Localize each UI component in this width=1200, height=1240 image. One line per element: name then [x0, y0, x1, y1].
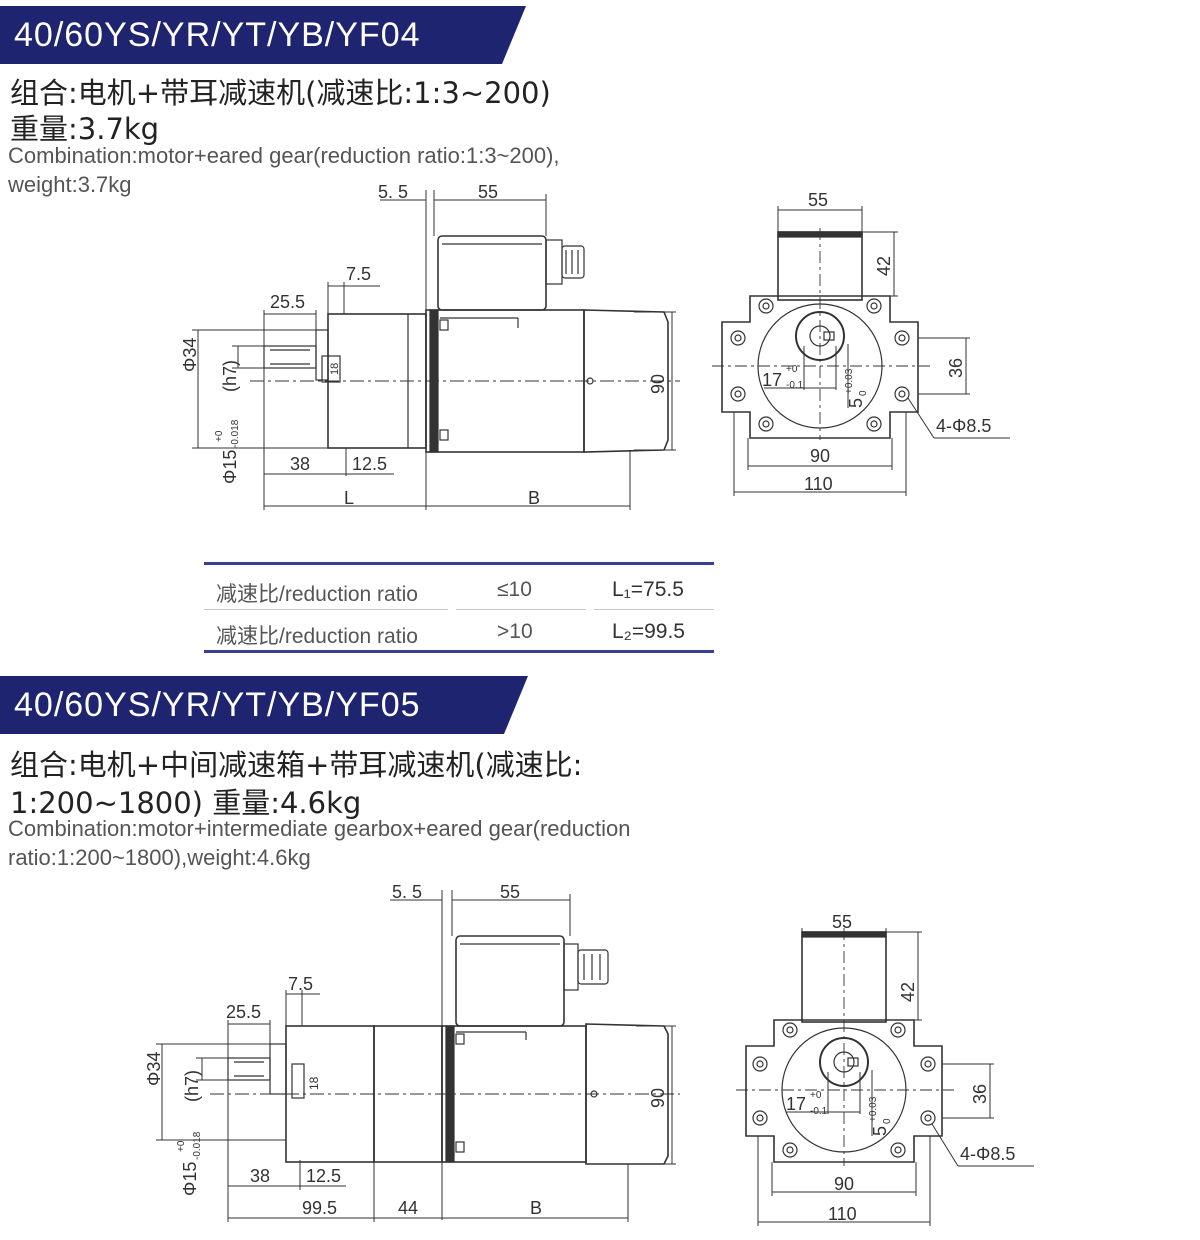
table-row-condition: ≤10	[497, 578, 532, 601]
section2-dim-90-side: 90	[648, 1088, 668, 1108]
section2-front-dim-holes: 4-Φ8.5	[960, 1144, 1015, 1164]
table-row: 减速比/reduction ratio >10 L₂=99.5	[204, 610, 714, 652]
section2-front-dim-17-tol-lo: -0.1	[810, 1106, 828, 1117]
section1-dim-h7: (h7)	[220, 360, 240, 392]
section1-front-dim-55: 55	[808, 190, 828, 210]
section1-side-view	[192, 190, 680, 510]
section2-dim-99-5: 99.5	[302, 1198, 337, 1218]
section2-title: 40/60YS/YR/YT/YB/YF05	[14, 686, 421, 724]
section1-description-en-1: Combination:motor+eared gear(reduction r…	[8, 143, 560, 168]
section2-dim-7-5: 7.5	[288, 974, 313, 994]
section2-front-dim-5-tol-hi: +0.03	[868, 1096, 879, 1122]
section1-dim-12-5: 12.5	[352, 454, 387, 474]
section2-front-dim-17-tol-hi: +0	[810, 1090, 822, 1101]
section1-dim-25-5: 25.5	[270, 292, 305, 312]
section1-dim-18: 18	[329, 363, 341, 375]
section2-front-dim-42: 42	[898, 982, 918, 1002]
table-row-value: L₂=99.5	[612, 620, 685, 643]
section1-dim-phi15-tol-hi: +0	[214, 430, 225, 442]
section1-front-dim-5: 5	[846, 398, 866, 408]
section2-dim-12-5: 12.5	[306, 1166, 341, 1186]
section1-front-view	[712, 206, 1010, 496]
section1-front-dim-110: 110	[804, 474, 833, 494]
section1-title-banner: 40/60YS/YR/YT/YB/YF04	[0, 6, 526, 64]
section2-dim-B: B	[530, 1198, 542, 1218]
section2-dim-5-5: 5. 5	[392, 882, 422, 902]
section2-description-cn-1: 组合:电机+中间减速箱+带耳减速机(减速比:	[10, 748, 583, 782]
section2-dim-55-top: 55	[500, 882, 520, 902]
table-top-rule	[204, 562, 714, 565]
section1-dim-phi15-tol-lo: -0.018	[230, 419, 241, 448]
section1-front-dim-42: 42	[874, 256, 894, 276]
table-row-value: L₁=75.5	[612, 578, 684, 601]
table-divider	[204, 609, 448, 610]
section2-description-en-1: Combination:motor+intermediate gearbox+e…	[8, 816, 631, 841]
section1-front-dim-5-tol-hi: +0.03	[844, 368, 855, 394]
section2-description-cn-2: 1:200~1800) 重量:4.6kg	[10, 786, 362, 820]
section2-title-banner: 40/60YS/YR/YT/YB/YF05	[0, 676, 528, 734]
section2-dim-phi15: Φ15	[180, 1162, 200, 1196]
section2-front-dim-90: 90	[834, 1174, 854, 1194]
section1-front-dim-holes: 4-Φ8.5	[936, 416, 991, 436]
section1-title: 40/60YS/YR/YT/YB/YF04	[14, 16, 421, 54]
section1-dim-B: B	[528, 488, 540, 508]
table-divider	[594, 609, 714, 610]
section2-dim-phi34: Φ34	[144, 1052, 164, 1086]
section1-front-dim-17-tol-lo: -0.1	[786, 380, 804, 391]
section1-dim-L: L	[344, 488, 354, 508]
section1-front-dim-17: 17	[762, 370, 782, 390]
section1-dim-phi15: Φ15	[220, 450, 240, 484]
section1-dim-7-5: 7.5	[346, 264, 371, 284]
section2-front-dim-55: 55	[832, 912, 852, 932]
section2-dim-44: 44	[398, 1198, 418, 1218]
section2-front-dim-17: 17	[786, 1094, 806, 1114]
section2-dim-phi15-tol-hi: +0	[176, 1140, 187, 1152]
section2-dim-18: 18	[307, 1076, 321, 1090]
section1-dim-38: 38	[290, 454, 310, 474]
section1-description-en-2: weight:3.7kg	[8, 172, 132, 197]
section2-dim-h7: (h7)	[182, 1070, 202, 1102]
section2-front-dim-5: 5	[870, 1126, 890, 1136]
table-bottom-rule	[204, 650, 714, 653]
section1-drawing: 5. 5 55 7.5 25.5 Φ34 (h7) Φ15 +0 -0.018 …	[180, 182, 1010, 510]
section1-front-dim-5-tol-lo: 0	[858, 390, 869, 396]
table-divider	[456, 609, 586, 610]
table-row-label: 减速比/reduction ratio	[216, 583, 418, 606]
section1-front-dim-90: 90	[810, 446, 830, 466]
section1-dim-phi34: Φ34	[180, 338, 200, 372]
section1-description-cn-2: 重量:3.7kg	[10, 112, 160, 146]
section2-front-view	[736, 928, 1034, 1226]
section2-dim-38: 38	[250, 1166, 270, 1186]
section1-front-dim-17-tol-hi: +0	[786, 364, 798, 375]
section2-front-dim-110: 110	[828, 1204, 857, 1224]
section1-description-cn-1: 组合:电机+带耳减速机(减速比:1:3~200)	[10, 76, 551, 110]
table-row-label: 减速比/reduction ratio	[216, 625, 418, 648]
section2-side-view	[156, 890, 680, 1222]
section2-dim-25-5: 25.5	[226, 1002, 261, 1022]
section1-dim-55-top: 55	[478, 182, 498, 202]
section1-dim-5-5: 5. 5	[378, 182, 408, 202]
table-row: 减速比/reduction ratio ≤10 L₁=75.5	[204, 568, 714, 610]
section1-dim-90-side: 90	[648, 374, 668, 394]
section1-front-dim-36: 36	[946, 358, 966, 378]
section2-front-dim-5-tol-lo: 0	[882, 1118, 893, 1124]
table-row-condition: >10	[497, 620, 533, 643]
section2-dim-phi15-tol-lo: -0.018	[192, 1131, 203, 1160]
section2-description-en-2: ratio:1:200~1800),weight:4.6kg	[8, 845, 311, 870]
section2-front-dim-36: 36	[970, 1084, 990, 1104]
